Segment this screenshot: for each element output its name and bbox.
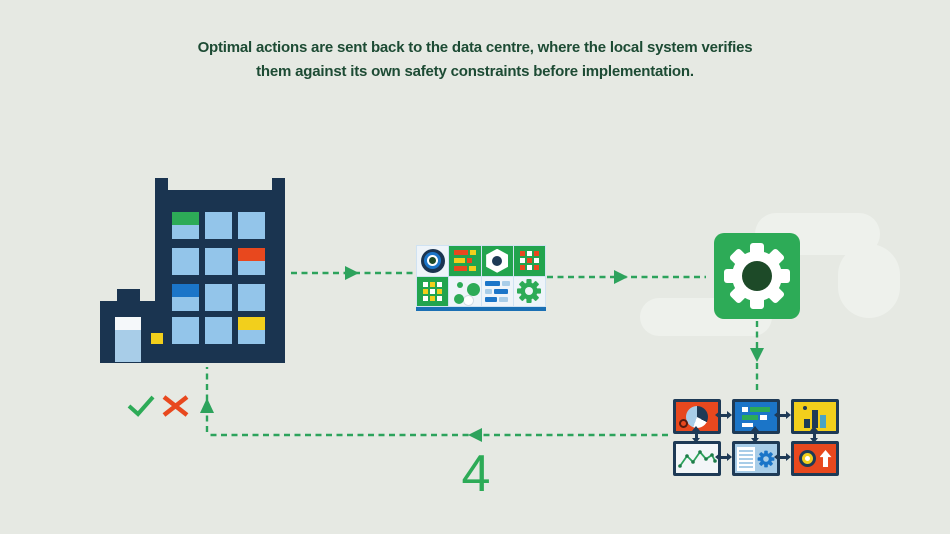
building-window xyxy=(205,212,232,239)
building-window xyxy=(172,317,199,344)
tile-bars-icon xyxy=(449,246,481,276)
slide-title-line-2: them against its own safety constraints … xyxy=(256,63,694,80)
arrowhead-right-icon xyxy=(345,266,359,280)
tile-donut-icon xyxy=(417,246,449,276)
step-number: 4 xyxy=(461,445,491,503)
slide-title: Optimal actions are sent back to the dat… xyxy=(0,36,950,84)
tile-gear-icon xyxy=(513,276,545,306)
building-window-accent xyxy=(172,284,199,297)
building-window xyxy=(172,248,199,275)
panel-connector-icon xyxy=(774,453,791,461)
building-window-accent xyxy=(238,248,265,261)
building-annex-window xyxy=(115,317,141,362)
building-icon xyxy=(100,178,285,363)
tile-bubbles-icon xyxy=(449,276,481,306)
building-annex-roof xyxy=(117,289,140,303)
mini-ring-icon xyxy=(679,419,688,428)
building-window-accent xyxy=(238,317,265,330)
chart-dot-icon xyxy=(803,406,807,410)
panel-line-chart xyxy=(673,441,721,476)
arrowhead-right-icon xyxy=(614,270,628,284)
gear-glyph xyxy=(724,243,790,309)
cloud-shape xyxy=(838,244,900,318)
status-bars-icon xyxy=(742,406,770,427)
tile-pixel-pattern-icon xyxy=(513,246,545,276)
target-icon xyxy=(798,450,816,467)
arrowhead-left-icon xyxy=(468,428,482,442)
panel-connector-icon xyxy=(751,426,759,443)
small-gear-icon xyxy=(757,450,775,467)
building-window xyxy=(172,212,199,239)
up-arrow-icon xyxy=(819,450,832,467)
building-window xyxy=(238,284,265,311)
cross-icon xyxy=(162,395,189,417)
data-tiles-icon xyxy=(416,245,546,307)
panel-settings-doc xyxy=(732,441,780,476)
building-window xyxy=(172,284,199,311)
arrowhead-down-icon xyxy=(750,348,764,362)
panel-connector-icon xyxy=(692,426,700,443)
gear-icon xyxy=(714,233,800,319)
tile-sliders-icon xyxy=(481,276,513,306)
panel-connector-icon xyxy=(810,426,818,443)
tile-checker-icon xyxy=(417,276,449,306)
building-window-accent xyxy=(172,212,199,225)
document-icon xyxy=(737,446,755,471)
line-chart-icon xyxy=(678,449,717,468)
panel-connector-icon xyxy=(715,411,732,419)
building-window xyxy=(205,248,232,275)
arrowhead-up-icon xyxy=(200,398,214,413)
tile-hexagon-icon xyxy=(481,246,513,276)
panel-connector-icon xyxy=(715,453,732,461)
check-icon xyxy=(127,395,155,417)
building-window xyxy=(238,248,265,275)
building-window xyxy=(238,317,265,344)
building-window xyxy=(238,212,265,239)
panel-connector-icon xyxy=(774,411,791,419)
building-window-accent xyxy=(115,317,141,330)
panel-target-arrow xyxy=(791,441,839,476)
slide-title-line-1: Optimal actions are sent back to the dat… xyxy=(197,39,753,56)
data-tiles-shadow xyxy=(416,307,546,311)
building-window xyxy=(205,317,232,344)
column-chart-icon xyxy=(804,406,826,428)
building-window xyxy=(205,284,232,311)
pie-chart-icon xyxy=(686,405,708,428)
building-door xyxy=(151,333,163,344)
